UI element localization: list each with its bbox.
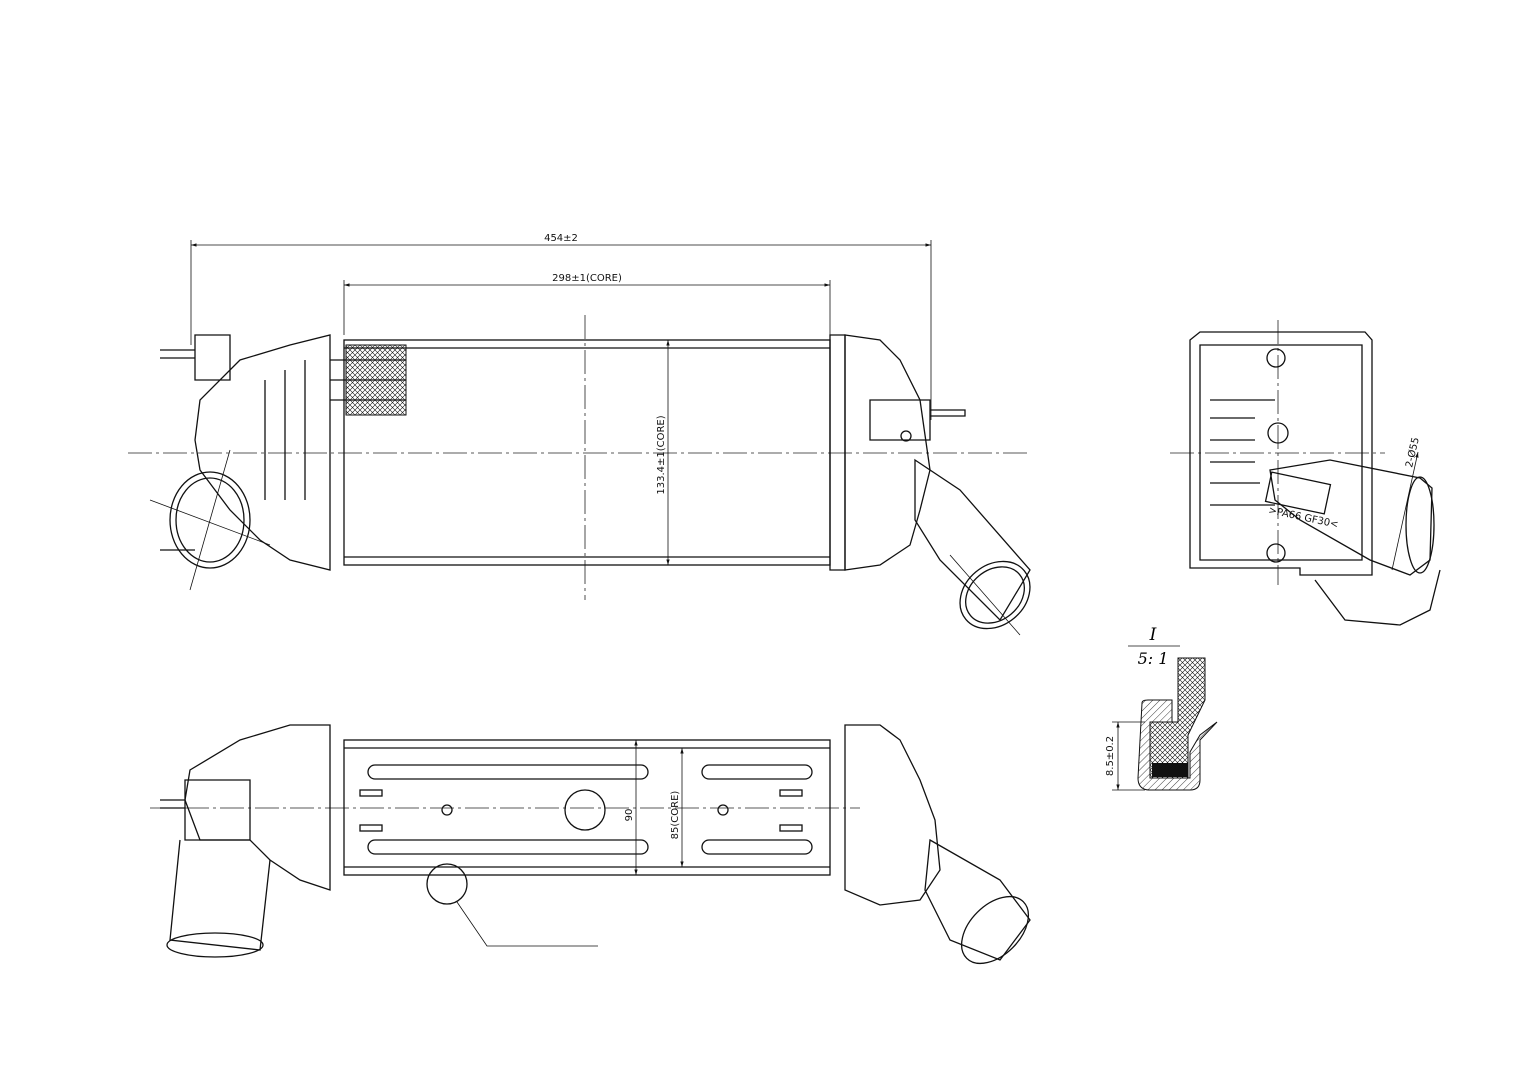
left-tank <box>149 334 331 591</box>
bottom-view: 90 85(CORE) <box>150 724 1031 965</box>
front-view: 454±2 298±1(CORE) 133.4±1(CORE) <box>128 233 1031 636</box>
detail-height-label: 8.5±0.2 <box>1105 736 1116 776</box>
detail-scale: 5: 1 <box>1138 649 1169 668</box>
core-length-label: 298±1(CORE) <box>552 273 622 284</box>
side-view: >PA66 GF30< 2-Ø55 <box>1170 320 1441 626</box>
detail-view: I 5: 1 8.5±0.2 <box>1105 625 1218 791</box>
bottom-core <box>343 739 831 876</box>
core <box>343 339 831 566</box>
core-width-label: 85(CORE) <box>670 791 681 840</box>
port-diameter-label: 2-Ø55 <box>1403 436 1422 468</box>
right-tank <box>829 334 1031 636</box>
core-height-label: 133.4±1(CORE) <box>656 415 667 494</box>
right-port <box>959 560 1031 630</box>
fin-detail <box>330 344 407 416</box>
left-port <box>169 471 251 569</box>
width-90-label: 90 <box>624 809 635 822</box>
overall-length-label: 454±2 <box>544 233 578 244</box>
detail-callout-circle <box>426 863 468 905</box>
detail-label: I <box>1149 625 1157 645</box>
